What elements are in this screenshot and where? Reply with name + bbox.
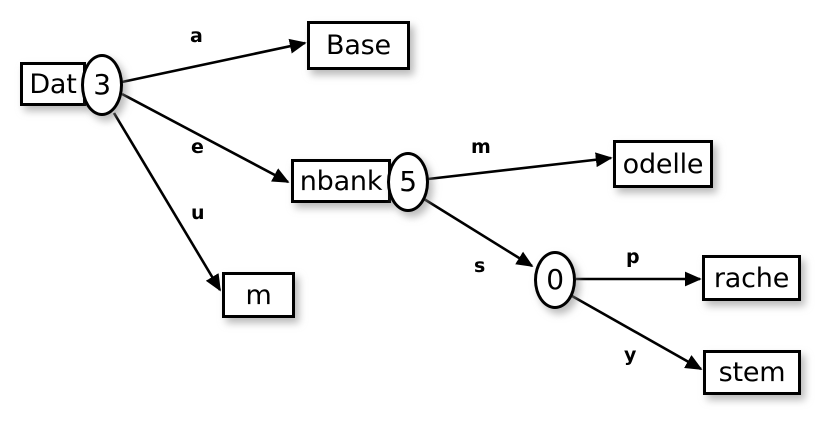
node-label-n3: 3 bbox=[93, 68, 111, 101]
edge-e-y bbox=[571, 294, 703, 371]
node-label-rache: rache bbox=[713, 262, 790, 294]
node-n3[interactable]: 3 bbox=[81, 54, 123, 116]
edge-label-e-u: u bbox=[191, 202, 205, 224]
edge-label-e-s: s bbox=[474, 255, 486, 277]
edge-label-e-p: p bbox=[626, 246, 640, 268]
node-dat[interactable]: Dat bbox=[20, 62, 86, 106]
node-label-base: Base bbox=[326, 30, 391, 61]
edge-label-e-m: m bbox=[471, 136, 491, 158]
edge-e-a bbox=[121, 38, 307, 84]
edge-label-e-e: e bbox=[191, 136, 204, 158]
node-base[interactable]: Base bbox=[307, 21, 410, 70]
node-n0[interactable]: 0 bbox=[534, 251, 576, 309]
node-label-stem: stem bbox=[718, 357, 786, 388]
node-odelle[interactable]: odelle bbox=[613, 140, 713, 188]
node-label-n0: 0 bbox=[546, 263, 564, 296]
node-rache[interactable]: rache bbox=[702, 255, 801, 301]
node-n5[interactable]: 5 bbox=[387, 152, 429, 212]
edge-label-e-a: a bbox=[190, 25, 203, 47]
node-label-dat: Dat bbox=[29, 68, 77, 100]
node-label-m_box: m bbox=[245, 279, 272, 311]
edge-label-e-y: y bbox=[624, 344, 637, 366]
node-stem[interactable]: stem bbox=[703, 350, 801, 395]
node-label-odelle: odelle bbox=[622, 148, 704, 180]
edge-e-e bbox=[121, 92, 290, 184]
node-label-n5: 5 bbox=[399, 165, 417, 198]
node-label-nbank: nbank bbox=[299, 165, 383, 197]
node-m_box[interactable]: m bbox=[222, 272, 295, 318]
edge-e-m bbox=[427, 152, 613, 181]
node-nbank[interactable]: nbank bbox=[291, 159, 391, 203]
